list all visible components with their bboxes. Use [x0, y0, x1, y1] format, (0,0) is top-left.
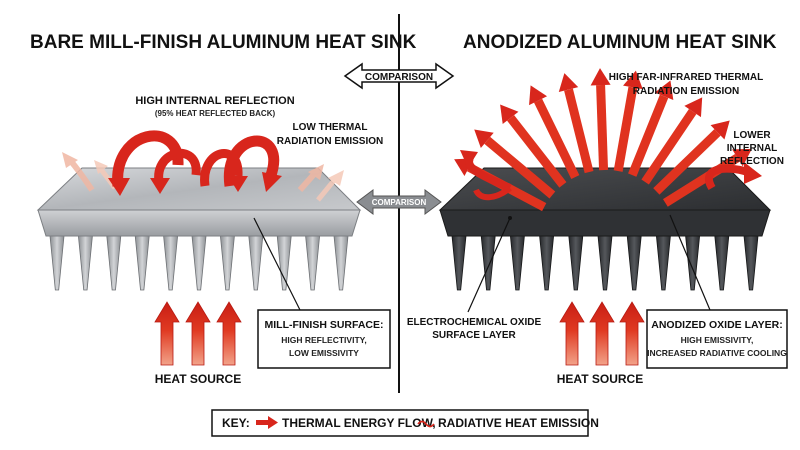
internal-reflection-sub: (95% HEAT REFLECTED BACK): [155, 109, 276, 118]
high-emission-label-2: RADIATION EMISSION: [633, 86, 739, 97]
thermal-flow-icon: [256, 416, 278, 429]
anodized-fin: [451, 235, 467, 291]
key-legend: KEY: THERMAL ENERGY FLOW, RADIATIVE HEAT…: [211, 409, 599, 437]
right-title: ANODIZED ALUMINUM HEAT SINK: [463, 32, 777, 53]
radiative-emission-icon: [417, 420, 435, 428]
emission-arrow-shaft: [613, 86, 638, 172]
anodized-heat-sink: [438, 167, 772, 291]
emission-arrow-head: [590, 68, 611, 86]
heat-source-arrow: [154, 301, 180, 366]
oxide-callout-line2: SURFACE LAYER: [432, 330, 516, 341]
anodized-fin: [685, 235, 701, 291]
heat-sink-fin: [219, 235, 235, 291]
emission-arrow-head: [558, 73, 579, 93]
heat-sink-fin: [305, 235, 321, 291]
emission-arrow-shaft: [653, 129, 721, 195]
emission-arrow-shaft: [596, 84, 609, 171]
heat-sink-fin: [163, 235, 179, 291]
mill-finish-callout-line2: LOW EMISSIVITY: [289, 348, 359, 358]
low-emission-label-1: LOW THERMAL: [293, 122, 368, 133]
heat-source-arrow: [185, 301, 211, 366]
heat-sink-fin: [333, 235, 349, 291]
key-prefix: KEY:: [222, 416, 250, 430]
heat-source-arrow: [559, 301, 585, 366]
heat-source-arrow: [216, 301, 242, 366]
heat-sink-fin: [49, 235, 65, 291]
emission-arrow-shaft: [641, 108, 697, 185]
high-emission-label-1: HIGH FAR-INFRARED THERMAL: [609, 72, 763, 83]
emission-arrow-shaft: [534, 98, 580, 180]
lower-reflection-label-3: REFLECTION: [720, 156, 784, 167]
emission-arrow-head: [684, 97, 703, 118]
emission-arrow-shaft: [628, 94, 669, 177]
emission-arrow-head: [710, 120, 730, 140]
mill-finish-callout-line1: HIGH REFLECTIVITY,: [281, 335, 366, 345]
heat-sink-fin: [248, 235, 264, 291]
anodized-fin: [626, 235, 642, 291]
anodized-fin: [480, 235, 496, 291]
emission-arrow-head: [529, 85, 548, 106]
heat-source-arrow: [619, 301, 645, 366]
comparison-label-top: COMPARISON: [365, 72, 433, 83]
internal-reflection-label: HIGH INTERNAL REFLECTION: [135, 95, 294, 107]
heat-sink-fin: [77, 235, 93, 291]
heat-sink-fin: [191, 235, 207, 291]
oxide-layer-callout: ELECTROCHEMICAL OXIDE SURFACE LAYER: [407, 216, 542, 341]
emission-arrow-shaft: [507, 115, 567, 188]
heat-sink-fin: [106, 235, 122, 291]
internal-reflection-arrows: [108, 130, 282, 196]
heat-sink-fin: [134, 235, 150, 291]
anodized-fin: [655, 235, 671, 291]
left-heat-arrows: [154, 301, 242, 366]
lower-reflection-arrows: [460, 150, 762, 201]
anodized-callout-title: ANODIZED OXIDE LAYER:: [651, 319, 782, 331]
comparison-arrow-top: COMPARISON: [343, 62, 455, 90]
mill-finish-callout: MILL-FINISH SURFACE: HIGH REFLECTIVITY, …: [253, 217, 391, 369]
low-emission-label-2: RADIATION EMISSION: [277, 136, 383, 147]
anodized-fin: [714, 235, 730, 291]
emission-arrow-head: [500, 104, 519, 125]
left-title: BARE MILL-FINISH ALUMINUM HEAT SINK: [30, 32, 417, 53]
emission-arrow-head: [474, 129, 494, 149]
anodized-layer-callout: ANODIZED OXIDE LAYER: HIGH EMISSIVITY, I…: [646, 214, 788, 369]
right-heat-source-label: HEAT SOURCE: [557, 372, 643, 386]
key-thermal-label: THERMAL ENERGY FLOW,: [282, 416, 436, 430]
emission-arrow-head: [732, 148, 752, 167]
anodized-callout-line2: INCREASED RADIATIVE COOLING: [647, 348, 787, 358]
heat-source-arrow: [589, 301, 615, 366]
comparison-arrow-middle: COMPARISON: [356, 189, 442, 215]
lower-reflection-label-1: LOWER: [733, 130, 771, 141]
anodized-fin: [539, 235, 555, 291]
comparison-label-middle: COMPARISON: [372, 198, 427, 207]
emission-arrow-shaft: [564, 88, 594, 174]
heat-sink-fin: [276, 235, 292, 291]
anodized-fin: [568, 235, 584, 291]
anodized-callout-line1: HIGH EMISSIVITY,: [681, 335, 754, 345]
anodized-fin: [743, 235, 759, 291]
mill-finish-callout-title: MILL-FINISH SURFACE:: [265, 319, 384, 331]
lower-reflection-label-2: INTERNAL: [727, 143, 778, 154]
key-radiative-label: RADIATIVE HEAT EMISSION: [438, 416, 599, 430]
oxide-callout-line1: ELECTROCHEMICAL OXIDE: [407, 317, 542, 328]
emission-arrow-head: [654, 80, 674, 101]
left-heat-source-label: HEAT SOURCE: [155, 372, 241, 386]
emission-arrow-head: [623, 70, 643, 90]
anodized-fin: [597, 235, 613, 291]
right-heat-arrows: [559, 301, 645, 366]
emission-arrow-shaft: [484, 136, 556, 199]
anodized-fin: [509, 235, 525, 291]
